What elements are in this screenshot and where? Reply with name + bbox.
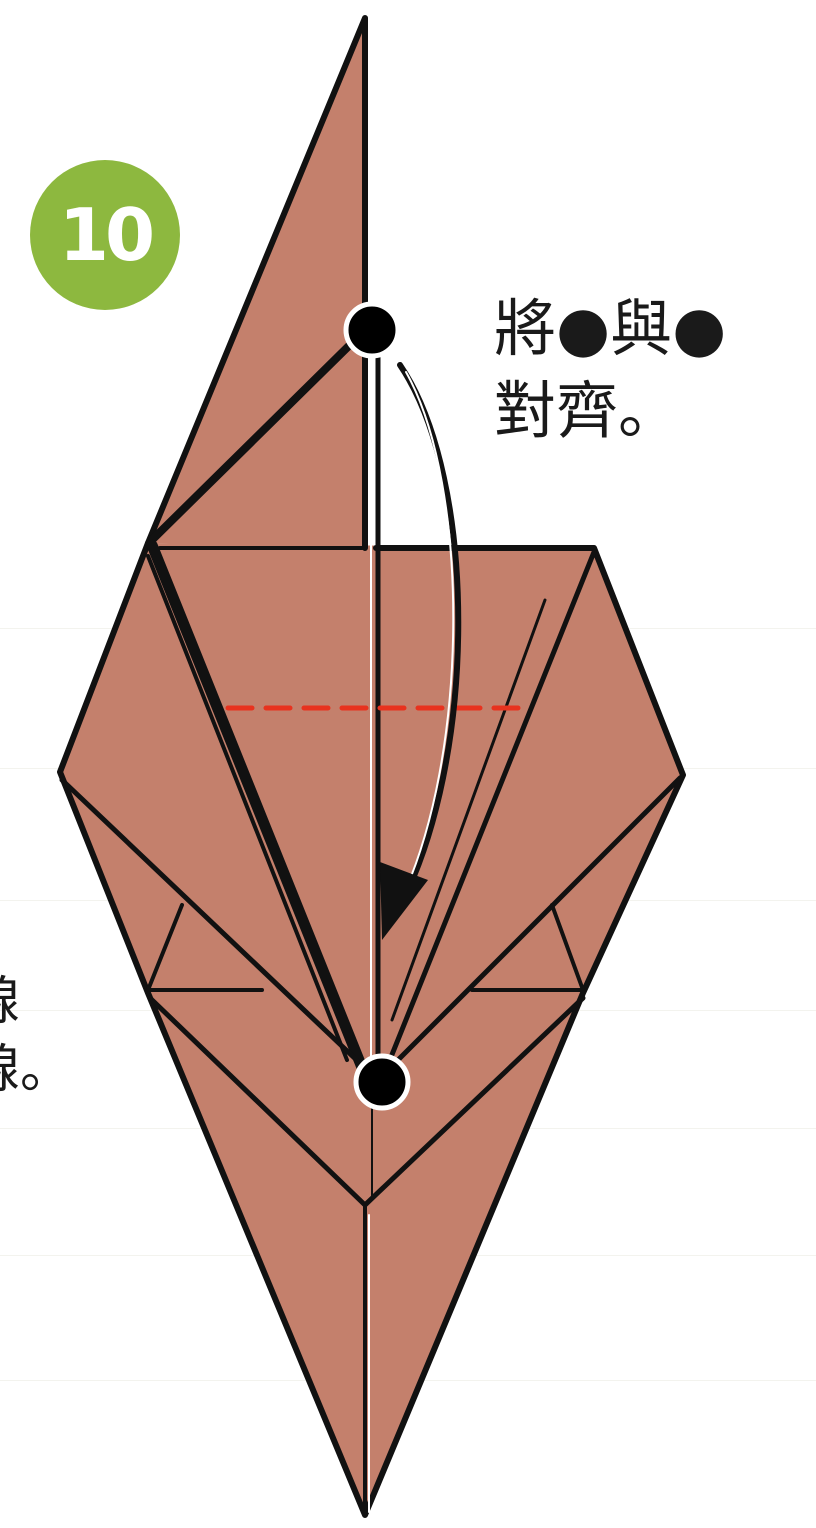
step-number: 10: [58, 193, 155, 277]
outline-body: [57, 540, 686, 1518]
left-lower-flap: [59, 777, 368, 1071]
thick-diagonal: [146, 539, 371, 1081]
side-note-line-2: 線。: [0, 1040, 73, 1100]
right-lower-flap: [387, 775, 683, 1071]
outline-upper: [145, 15, 368, 551]
step-number-badge: 10: [30, 160, 180, 310]
fold-arrow-highlight: [399, 371, 455, 903]
instruction-line-1: 將●與●: [494, 292, 727, 365]
lower-dot-marker: [353, 1053, 411, 1111]
thick-flap-edge: [148, 326, 369, 544]
fold-lines: [57, 15, 686, 1518]
side-note-text: 線 線。: [0, 968, 72, 1104]
right-diagonal: [382, 549, 597, 1075]
instruction-text: 將●與● 對齊。: [494, 288, 812, 452]
right-inner-diagonal: [390, 598, 547, 1022]
right-small-fold: [470, 903, 585, 992]
instruction-line-2: 對齊。: [494, 374, 681, 447]
left-small-fold: [146, 903, 264, 992]
fold-arrowhead: [380, 862, 428, 940]
upper-dot-marker: [343, 301, 401, 359]
thin-diagonal: [146, 554, 349, 1062]
side-note-line-1: 線: [0, 968, 72, 1036]
alignment-markers: [343, 301, 411, 1111]
